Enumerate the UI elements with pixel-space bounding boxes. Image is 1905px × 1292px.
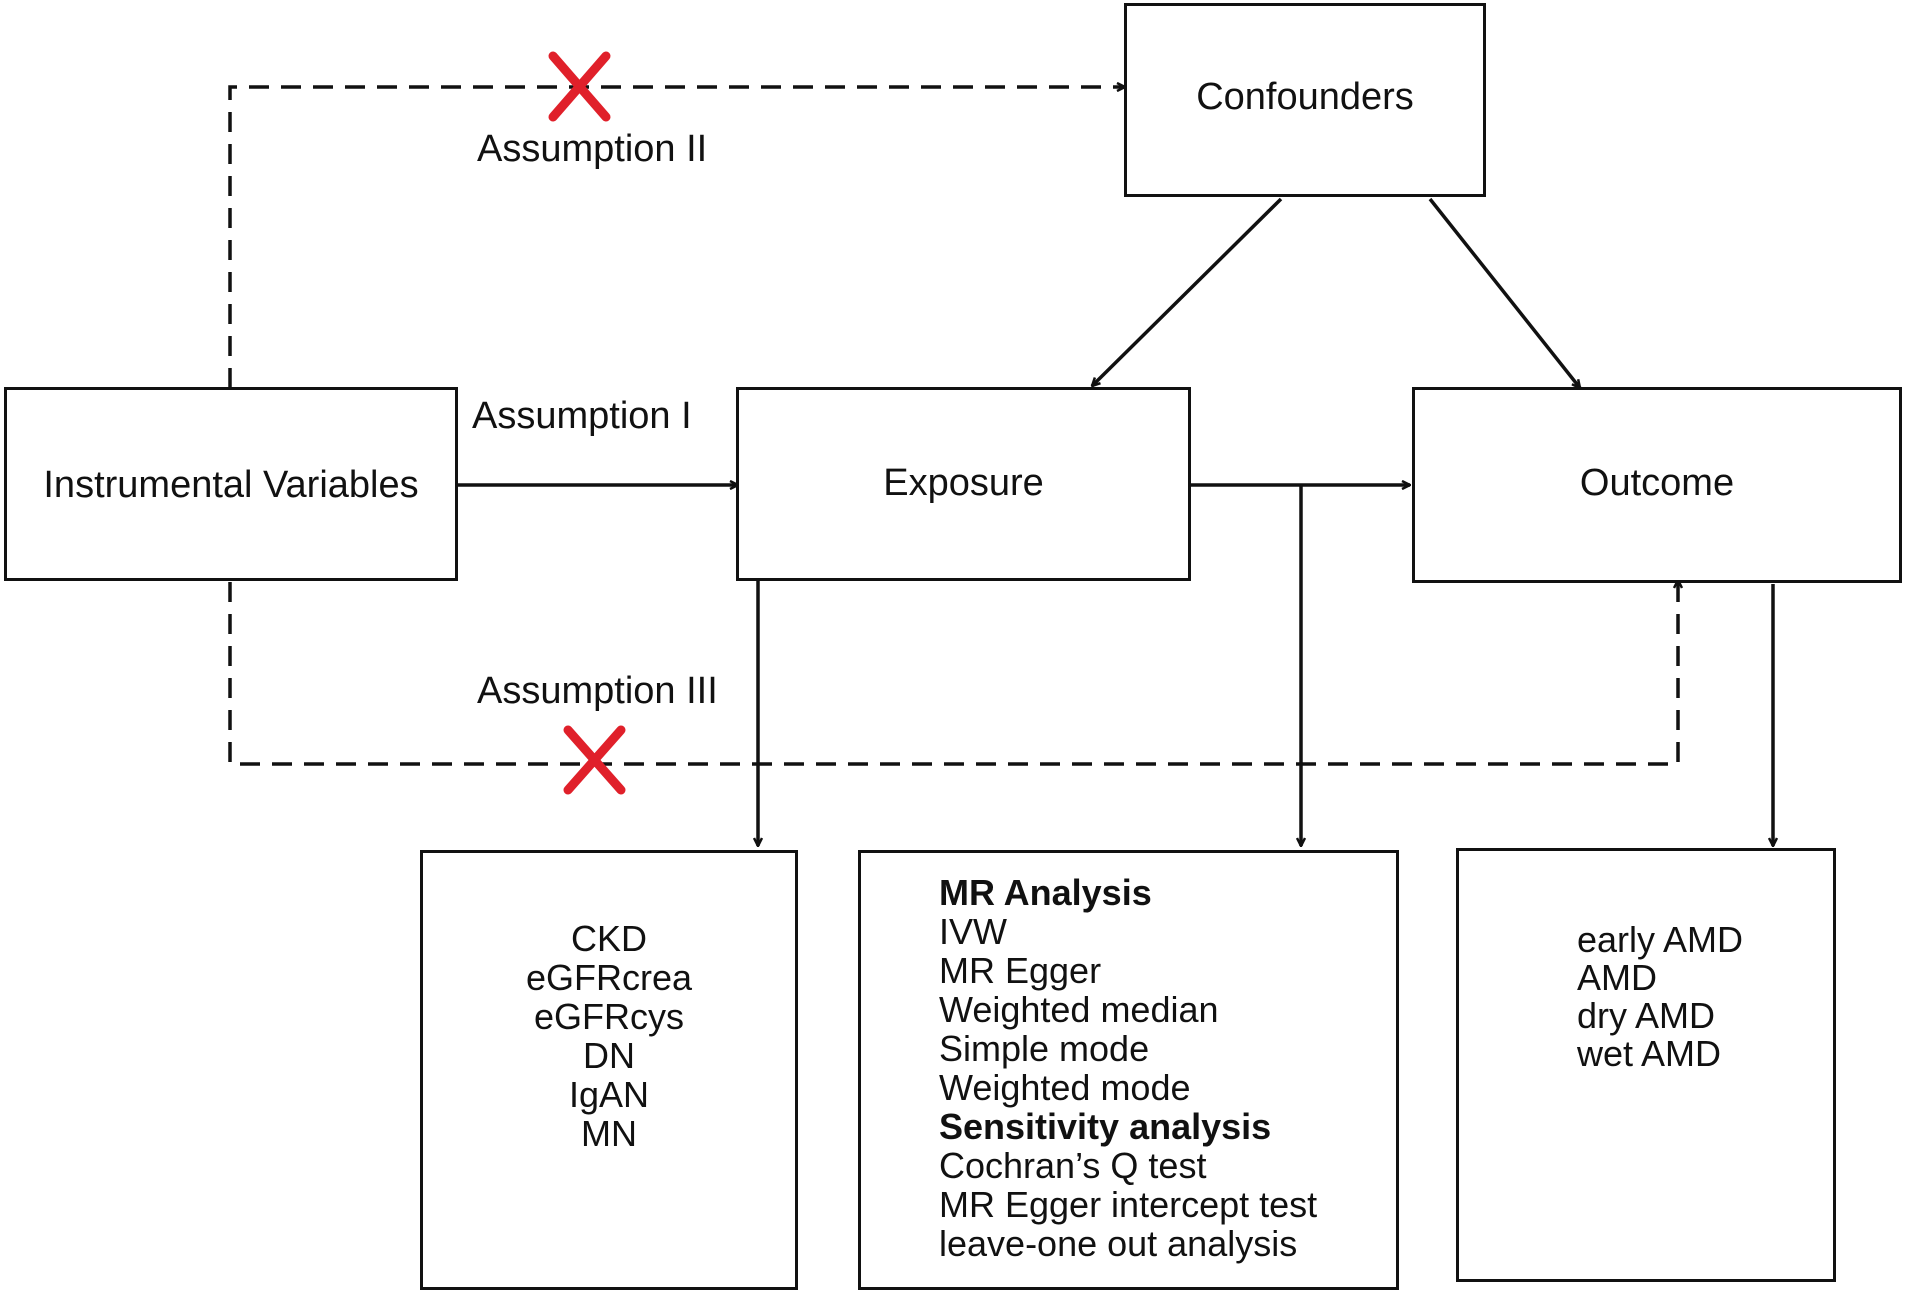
list-item: wet AMD [1577,1033,1722,1074]
assumption-three-path [228,580,1678,766]
assumption-three-label: Assumption III [477,670,718,712]
assumption-two-label: Assumption II [477,128,708,170]
exposure-label: Exposure [883,462,1044,504]
list-item: early AMD [1577,919,1744,960]
list-item: MR Egger intercept test [939,1184,1318,1225]
sensitivity-analysis-heading: Sensitivity analysis [939,1106,1272,1147]
exposure-traits-list: CKD eGFRcrea eGFRcys DN IgAN MN [423,919,795,1153]
list-item: Simple mode [939,1028,1150,1069]
list-item: DN [583,1035,635,1076]
list-item: AMD [1577,957,1657,998]
list-item: CKD [570,918,647,959]
violation-cross-icon [548,51,611,122]
confounders-outcome-arrow [1428,197,1580,388]
confounders-exposure-arrow [1092,197,1283,386]
list-item: MN [581,1113,637,1154]
violation-cross-icon [563,725,626,795]
list-item: Weighted mode [939,1067,1191,1108]
methods-box: MR Analysis IVW MR Egger Weighted median… [858,850,1399,1290]
list-item: Cochran’s Q test [939,1145,1207,1186]
outcome-traits-list: early AMD AMD dry AMD wet AMD [1577,921,1743,1073]
exposure-traits-box: CKD eGFRcrea eGFRcys DN IgAN MN [420,850,798,1290]
mr-analysis-heading: MR Analysis [939,872,1152,913]
methods-list: MR Analysis IVW MR Egger Weighted median… [939,873,1317,1263]
list-item: Weighted median [939,989,1219,1030]
list-item: eGFRcrea [525,957,693,998]
list-item: eGFRcys [533,996,684,1037]
list-item: IVW [939,911,1007,952]
instrumental-variables-node: Instrumental Variables [4,387,458,581]
assumption-one-label: Assumption I [472,395,692,437]
list-item: IgAN [568,1074,650,1115]
list-item: leave-one out analysis [939,1223,1298,1264]
list-item: MR Egger [939,950,1102,991]
assumption-two-path [228,87,1125,388]
confounders-node: Confounders [1124,3,1486,197]
outcome-node: Outcome [1412,387,1902,583]
list-item: dry AMD [1577,995,1716,1036]
confounders-label: Confounders [1196,76,1414,118]
outcome-label: Outcome [1579,462,1735,504]
outcome-traits-box: early AMD AMD dry AMD wet AMD [1456,848,1836,1282]
instrumental-variables-label: Instrumental Variables [43,464,419,506]
exposure-node: Exposure [736,387,1191,581]
